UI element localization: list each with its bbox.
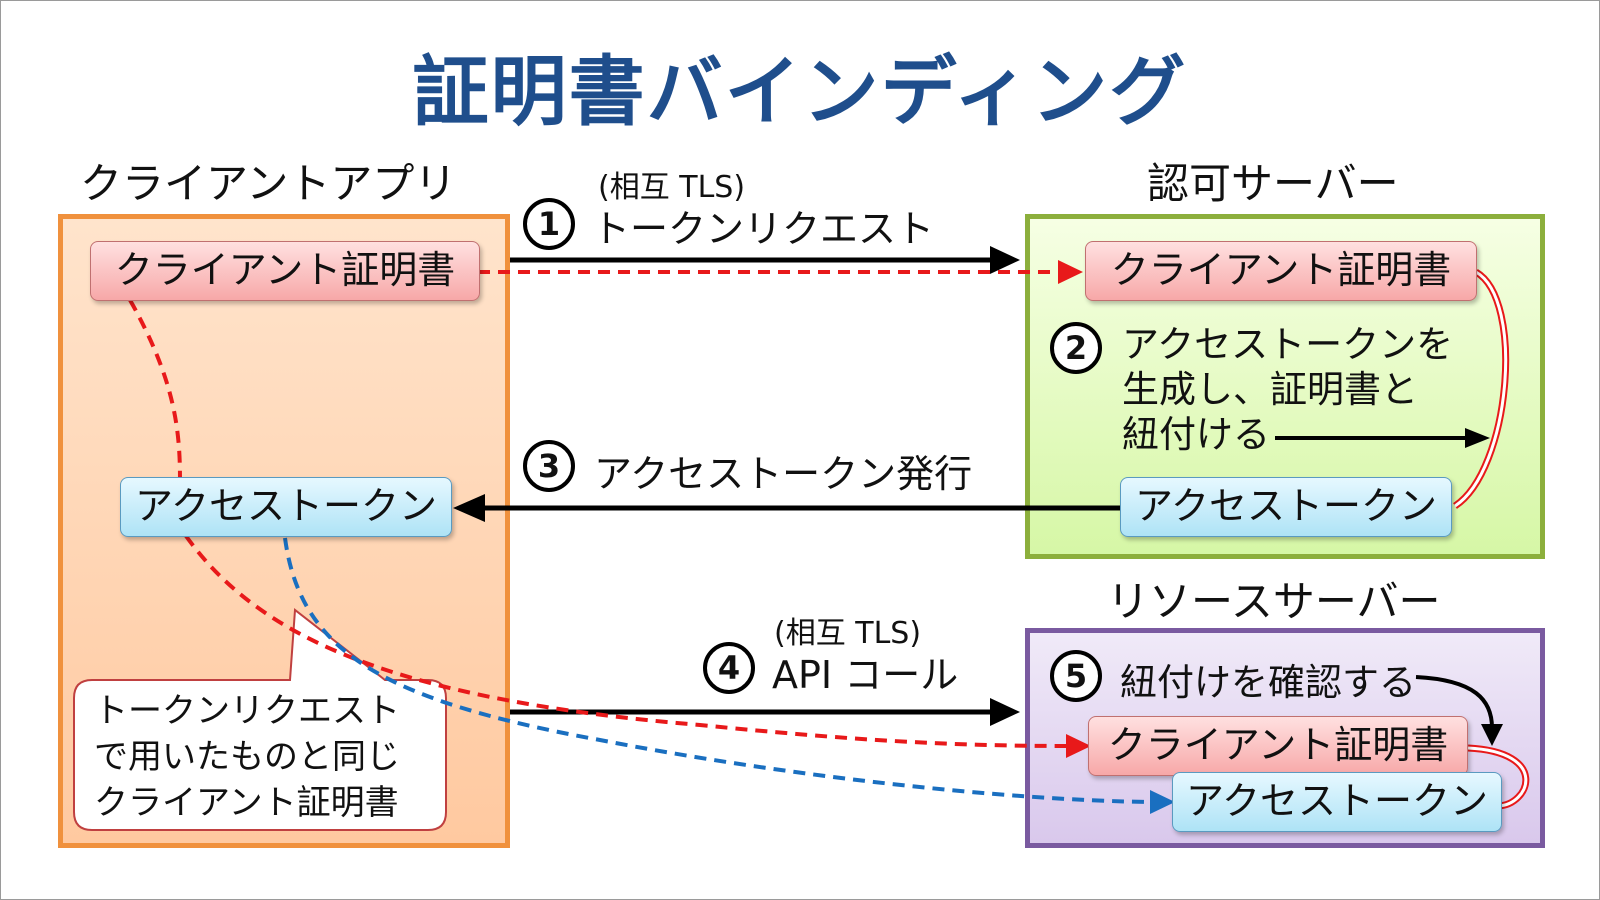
auth-cert-box: クライアント証明書 (1085, 241, 1477, 301)
step4-note: (相互 TLS) (774, 616, 922, 651)
step1-badge: 1 (523, 198, 575, 250)
step2-arrowhead (1465, 428, 1490, 448)
callout-line: で用いたものと同じ (94, 737, 400, 777)
callout-text: トークンリクエスト で用いたものと同じ クライアント証明書 (94, 688, 400, 826)
step2-line: 紐付ける (1122, 413, 1270, 456)
step5-label: 紐付けを確認する (1120, 661, 1416, 704)
step4-badge: 4 (703, 642, 755, 694)
resource-cert-box: クライアント証明書 (1088, 716, 1468, 776)
callout-line: トークンリクエスト (94, 691, 400, 731)
step3-arrowhead (453, 494, 485, 522)
resource-server-heading: リソースサーバー (1107, 577, 1441, 626)
step2-line: アクセストークンを (1122, 323, 1454, 366)
cert-transfer-arrowhead (1058, 260, 1083, 284)
cert-to-resource-arrowhead (1066, 734, 1091, 758)
client-app-heading: クライアントアプリ (80, 159, 457, 208)
step2-line: 生成し、証明書と (1122, 368, 1418, 411)
client-token-box: アクセストークン (120, 477, 452, 537)
step2-text: アクセストークンを 生成し、証明書と 紐付ける (1122, 322, 1453, 457)
callout-line: クライアント証明書 (94, 783, 399, 823)
step3-badge: 3 (523, 440, 575, 492)
page-title: 証明書バインディング (412, 47, 1188, 136)
step4-arrowhead (990, 698, 1020, 726)
step2-badge: 2 (1050, 322, 1102, 374)
step5-arrowhead (1481, 724, 1503, 746)
auth-server-heading: 認可サーバー (1147, 159, 1399, 208)
callout-bubble (73, 608, 447, 831)
step5-badge: 5 (1050, 650, 1102, 702)
step5-arrow (1415, 675, 1494, 729)
token-to-resource-arrowhead (1150, 790, 1175, 814)
step3-label: アクセストークン発行 (594, 452, 973, 496)
resource-token-box: アクセストークン (1172, 772, 1502, 832)
token-to-resource-dashed (283, 537, 1151, 804)
step1-arrowhead (990, 246, 1020, 274)
step4-label: API コール (772, 653, 959, 697)
auth-token-box: アクセストークン (1120, 477, 1452, 537)
client-cert-dashed-path (128, 299, 182, 481)
step1-label: トークンリクエスト (592, 207, 935, 251)
cert-to-resource-dashed (184, 534, 1069, 748)
step1-note: (相互 TLS) (598, 170, 746, 205)
client-cert-box: クライアント証明書 (90, 241, 480, 301)
